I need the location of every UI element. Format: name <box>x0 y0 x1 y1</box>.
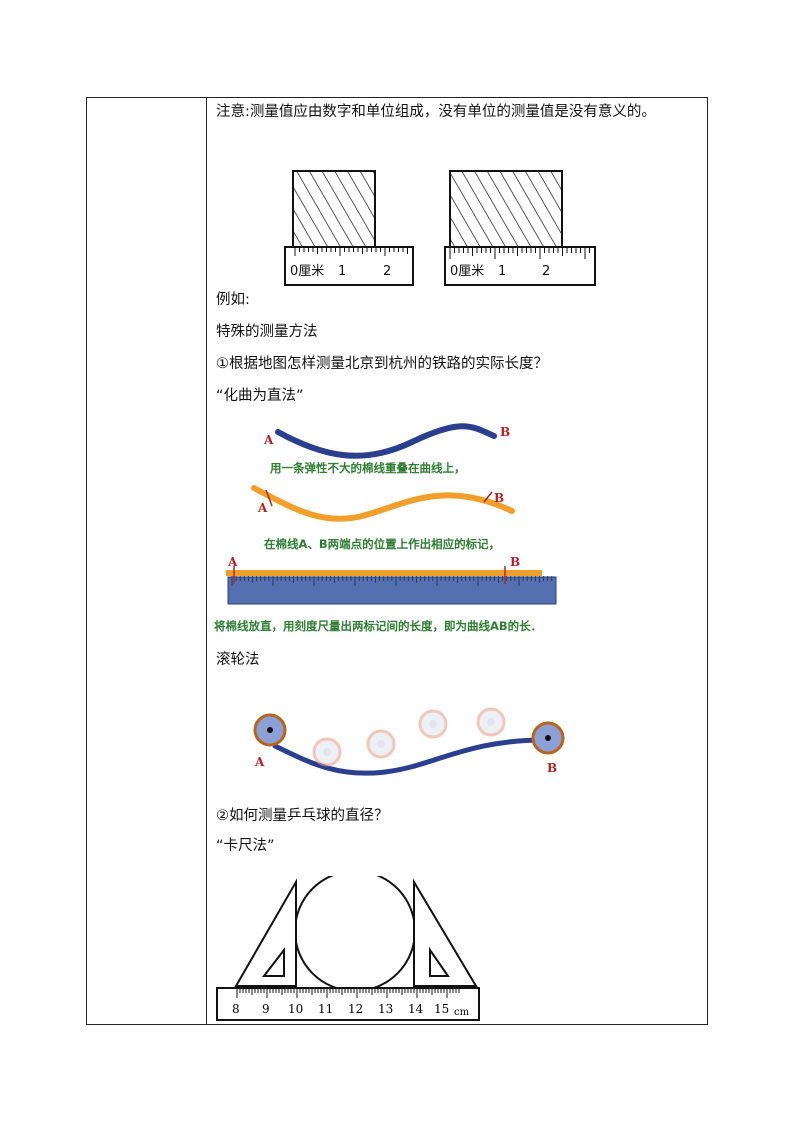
triangle-caliper-figure: 8 9 10 11 12 13 14 15 cm <box>214 876 484 1022</box>
note-text: 注意:测量值应由数字和单位组成，没有单位的测量值是没有意义的。 <box>216 104 656 120</box>
method-2-name: 滚轮法 <box>216 652 260 668</box>
special-methods-title: 特殊的测量方法 <box>216 324 318 340</box>
method-1-name: “化曲为直法” <box>216 388 304 404</box>
wheel-path-curve <box>272 737 548 776</box>
method-3-name: “卡尺法” <box>216 838 275 854</box>
ruler-label-a: A <box>227 555 238 569</box>
ping-pong-ball <box>294 876 416 992</box>
ruler-tick-label: 8 <box>232 1002 240 1016</box>
straight-ruler <box>227 576 557 605</box>
ruler-tick-label: 9 <box>262 1002 270 1016</box>
ruler-figure: 0厘米 1 2 0厘米 1 2 <box>280 165 600 290</box>
right-ruler <box>444 246 596 286</box>
right-ruler-tick-label: 1 <box>498 264 506 279</box>
cotton-string <box>251 485 515 522</box>
step-3-text: 将棉线放直，用刻度尺量出两标记间的长度，即为曲线AB的长． <box>214 619 542 633</box>
left-set-square <box>234 878 297 987</box>
step-1-text: 用一条弹性不大的棉线重叠在曲线上， <box>269 461 466 475</box>
ruler-label-b: B <box>510 555 520 569</box>
right-ruler-unit-label: 0厘米 <box>450 264 484 279</box>
table-column-divider <box>206 97 207 1025</box>
table-frame <box>86 97 708 1025</box>
string-mark-b <box>483 491 493 503</box>
measuring-ruler <box>216 987 480 1021</box>
wheel-label-a: A <box>254 755 265 769</box>
ruler-tick-label: 10 <box>288 1002 303 1016</box>
left-block <box>292 170 376 248</box>
left-ruler-tick-label: 2 <box>383 264 391 279</box>
wheel-label-b: B <box>547 761 557 775</box>
step-2-text: 在棉线A、B两端点的位置上作出相应的标记， <box>264 537 500 551</box>
ruler-tick-label: 11 <box>318 1002 333 1016</box>
left-ruler-tick-label: 1 <box>338 264 346 279</box>
curve-label-b: B <box>500 425 510 439</box>
ruler-tick-label: 13 <box>378 1002 393 1016</box>
right-block <box>449 170 563 248</box>
string-mark-a <box>265 489 273 507</box>
wheel-method-figure: A B <box>245 700 585 785</box>
left-ruler-unit-label: 0厘米 <box>290 264 324 279</box>
example-label: 例如: <box>216 292 250 308</box>
rolling-wheel-ghosts <box>312 707 506 767</box>
ruler-unit-label: cm <box>454 1007 470 1018</box>
question-1: ①根据地图怎样测量北京到杭州的铁路的实际长度？ <box>216 356 548 372</box>
string-label-a: A <box>257 501 268 515</box>
curve-straightening-figure: A B 用一条弹性不大的棉线重叠在曲线上， A B 在棉线A、B两端点的位置上作… <box>212 416 582 642</box>
question-2: ②如何测量乒乓球的直径？ <box>216 808 389 824</box>
right-ruler-tick-label: 2 <box>542 264 550 279</box>
ruler-tick-label: 15 <box>434 1002 449 1016</box>
curve-ab <box>275 423 497 459</box>
string-label-b: B <box>494 491 504 505</box>
curve-label-a: A <box>263 433 274 447</box>
ruler-tick-label: 12 <box>348 1002 363 1016</box>
straightened-string <box>226 570 542 576</box>
ruler-tick-label: 14 <box>408 1002 424 1016</box>
